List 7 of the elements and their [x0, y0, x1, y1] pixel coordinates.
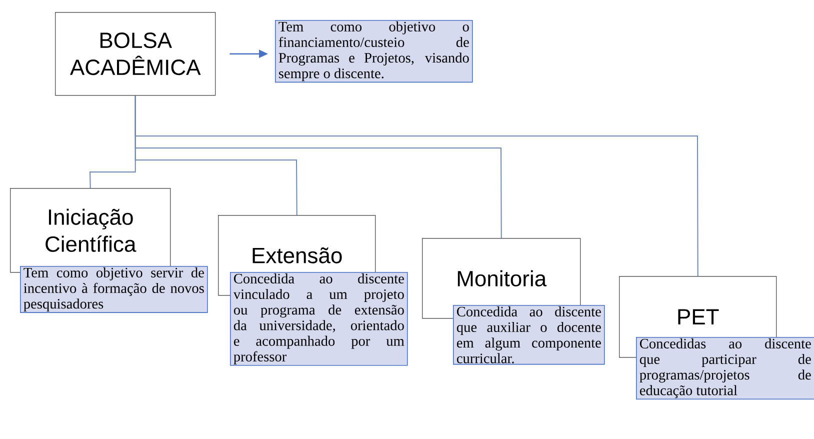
connector-line: [134, 95, 698, 276]
description-box: Concedida ao discente que auxiliar o docente em algum componente curricular.: [453, 305, 605, 365]
description-box: Tem como objetivo o financiamento/custeio de Programas e Projetos, visando sempre o discente.: [275, 20, 473, 83]
description-box: Concedidas ao discente que participar de programas/projetos de educação tutorial: [636, 337, 814, 400]
description-box: Concedida ao discente vinculado a um projeto ou programa de extensão da universidade, orientado e acompanhado por um professor: [230, 272, 408, 366]
description-box: Tem como objetivo servir de incentivo à formação de novos pesquisadores: [20, 266, 208, 313]
category-box: BOLSA ACADÊMICA: [55, 12, 216, 96]
